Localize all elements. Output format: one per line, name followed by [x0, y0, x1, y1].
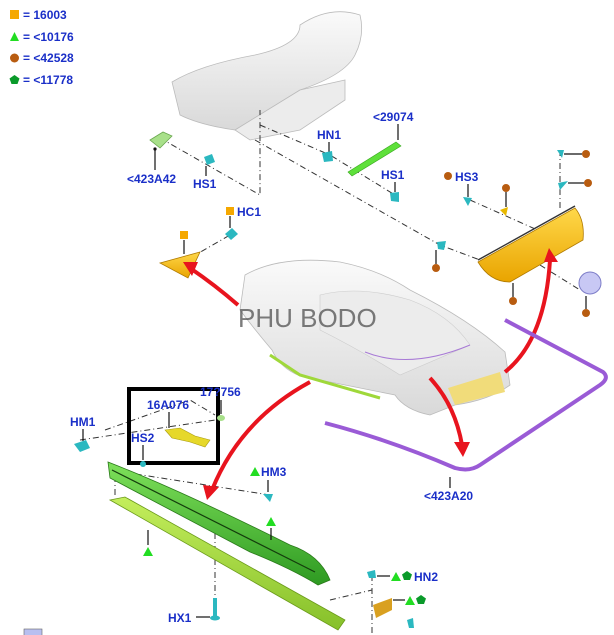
highlight-box: 16A076 HS2 [127, 387, 220, 467]
callout-423A20: <423A20 [424, 489, 473, 503]
direction-arrows [183, 248, 558, 500]
callout-hn2: HN2 [414, 570, 438, 584]
clip-hm3: HM3 [250, 465, 287, 540]
legend-item-circle: = <42528 [10, 51, 74, 65]
green-triangle-icon [10, 32, 19, 41]
clip-hm1: HM1 [70, 415, 96, 452]
legend-text: = <10176 [23, 30, 74, 44]
legend-item-square: = 16003 [10, 8, 67, 22]
clip-hn2: HN2 [367, 570, 438, 628]
bracket-423A42: <423A42 [127, 131, 176, 186]
brown-circle-icon [10, 53, 19, 63]
callout-29074: <29074 [373, 110, 414, 124]
legend-item-triangle: = <10176 [10, 30, 74, 44]
clip-hs1-right: HS1 [381, 168, 405, 202]
rocker-molding [107, 461, 331, 586]
rocker-lower-strip [108, 496, 346, 631]
spoiler-fasteners [432, 150, 602, 317]
clip-hs1-left: HS1 [193, 154, 217, 191]
small-bracket [23, 628, 43, 635]
callout-hs1-right: HS1 [381, 168, 405, 182]
callout-hm3: HM3 [261, 465, 287, 479]
legend-text: = <11778 [23, 73, 73, 87]
screw-hx1: HX1 [168, 598, 220, 625]
green-triangle-icon [266, 517, 276, 526]
legend-text: = 16003 [23, 8, 67, 22]
vehicle-body [239, 259, 511, 416]
trim-423A20: <423A20 [324, 318, 608, 503]
callout-16A076: 16A076 [147, 398, 189, 412]
orange-square-icon [226, 207, 234, 215]
green-triangle-icon [250, 467, 260, 476]
legend-text: = <42528 [23, 51, 74, 65]
legend: = 16003 = <10176 = <42528 = <11778 [9, 8, 74, 87]
badge-emblem [578, 271, 602, 295]
trunk-lid [171, 11, 363, 141]
green-triangle-icon [143, 547, 153, 556]
callout-hn1: HN1 [317, 128, 341, 142]
callout-17x756: 17?756 [200, 385, 241, 399]
legend-item-pentagon: = <11778 [9, 73, 73, 87]
callout-hx1: HX1 [168, 611, 192, 625]
green-pentagon-icon [402, 571, 412, 580]
callout-hc1: HC1 [237, 205, 261, 219]
rear-spoiler [477, 205, 584, 283]
part-17x756: 17?756 [200, 385, 241, 421]
callout-hs2: HS2 [131, 431, 155, 445]
green-pentagon-icon [9, 75, 20, 84]
callout-hm1: HM1 [70, 415, 96, 429]
watermark: PHU BODO [238, 303, 377, 333]
brown-circle-icon [444, 172, 452, 180]
callout-hs1-left: HS1 [193, 177, 217, 191]
clip-hn1: HN1 [317, 128, 341, 162]
clip-hs3: HS3 [444, 170, 479, 206]
strip-29074: <29074 [347, 110, 414, 177]
callout-hs3: HS3 [455, 170, 479, 184]
corner-piece-hc1: HC1 [158, 205, 261, 279]
orange-square-icon [180, 231, 188, 239]
green-triangle-icon [391, 572, 401, 581]
green-pentagon-icon [416, 595, 426, 604]
callout-423A42: <423A42 [127, 172, 176, 186]
green-triangle-icon [405, 596, 415, 605]
orange-square-icon [10, 10, 19, 19]
